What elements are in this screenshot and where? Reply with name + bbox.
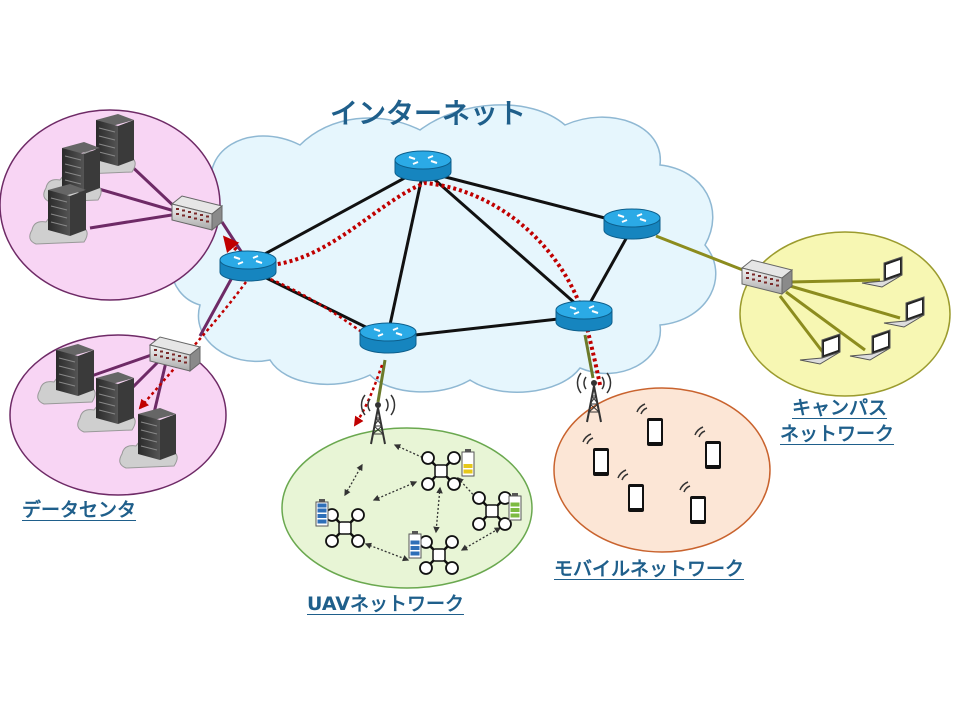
diagram-title: インターネット [330, 97, 527, 130]
internet-cloud [170, 104, 717, 393]
router-icon [603, 208, 661, 240]
label-datacenter: データセンタ [22, 499, 137, 521]
label-campus-network-line1: キャンパス [792, 397, 888, 419]
backbone-links [249, 166, 634, 340]
label-campus-network-line2: ネットワーク [780, 423, 895, 445]
router-icon [394, 150, 452, 182]
access-links-towers [376, 334, 595, 403]
router-icon [219, 250, 277, 282]
battery-icon [315, 499, 329, 527]
mobile-network-circle [553, 387, 771, 553]
label-uav-network: UAVネットワーク [307, 593, 464, 615]
router-icon [359, 322, 417, 354]
campus-links [655, 234, 901, 356]
battery-icon [408, 531, 422, 559]
battery-icon [461, 449, 475, 477]
router-icon [555, 300, 613, 332]
label-mobile-network: モバイルネットワーク [554, 558, 745, 580]
battery-icon [508, 493, 522, 521]
